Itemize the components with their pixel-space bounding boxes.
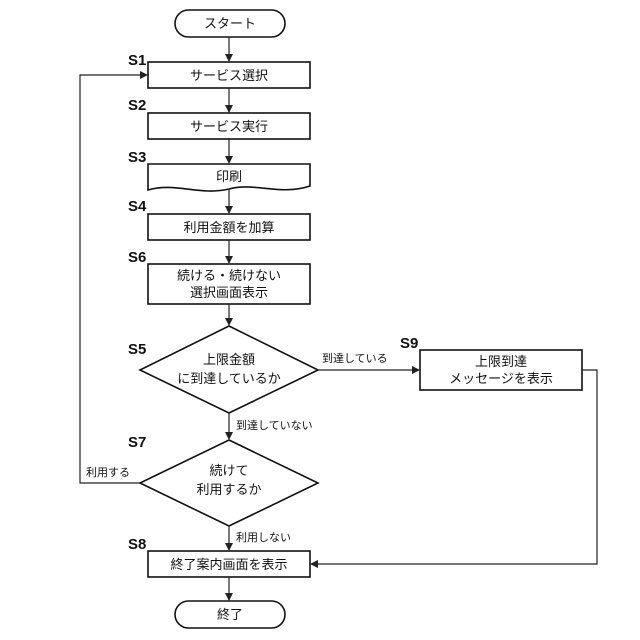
- edge-label-s7-yes: 利用する: [86, 466, 130, 479]
- edge-label-s5-no: 到達していない: [236, 419, 313, 432]
- decision-limit-reached: [140, 326, 318, 413]
- step-label-s4: S4: [128, 198, 147, 215]
- process-end-guide-text: 終了案内画面を表示: [170, 557, 287, 573]
- step-label-s6: S6: [128, 249, 146, 266]
- step-label-s2: S2: [128, 97, 146, 114]
- process-continue-screen-text-2: 選択画面表示: [190, 286, 268, 301]
- process-service-exec-text: サービス実行: [190, 119, 268, 135]
- step-label-s7: S7: [128, 434, 146, 451]
- decision-continue-use-text-1: 続けて: [209, 464, 248, 479]
- decision-limit-reached-text-1: 上限金額: [203, 352, 255, 368]
- process-add-amount-text: 利用金額を加算: [183, 220, 274, 236]
- end-label: 終了: [217, 607, 243, 623]
- process-continue-screen-text-1: 続ける・続けない: [177, 269, 281, 284]
- step-label-s5: S5: [128, 341, 146, 358]
- edge-label-s5-yes: 到達している: [322, 352, 388, 365]
- decision-limit-reached-text-2: に到達しているか: [177, 372, 281, 387]
- step-label-s8: S8: [128, 536, 146, 553]
- step-label-s9: S9: [400, 335, 418, 352]
- arrow-s9-s8: [311, 370, 597, 564]
- arrow-s7-loop-s1: [80, 75, 147, 483]
- decision-continue-use-text-2: 利用するか: [196, 483, 261, 498]
- document-print-text: 印刷: [216, 170, 242, 185]
- step-label-s3: S3: [128, 149, 146, 166]
- process-limit-message-text-2: メッセージを表示: [449, 372, 553, 387]
- step-label-s1: S1: [128, 52, 146, 69]
- process-limit-message-text-1: 上限到達: [475, 355, 527, 370]
- start-label: スタート: [204, 17, 256, 32]
- edge-label-s7-no: 利用しない: [236, 531, 291, 544]
- process-service-select-text: サービス選択: [190, 69, 268, 84]
